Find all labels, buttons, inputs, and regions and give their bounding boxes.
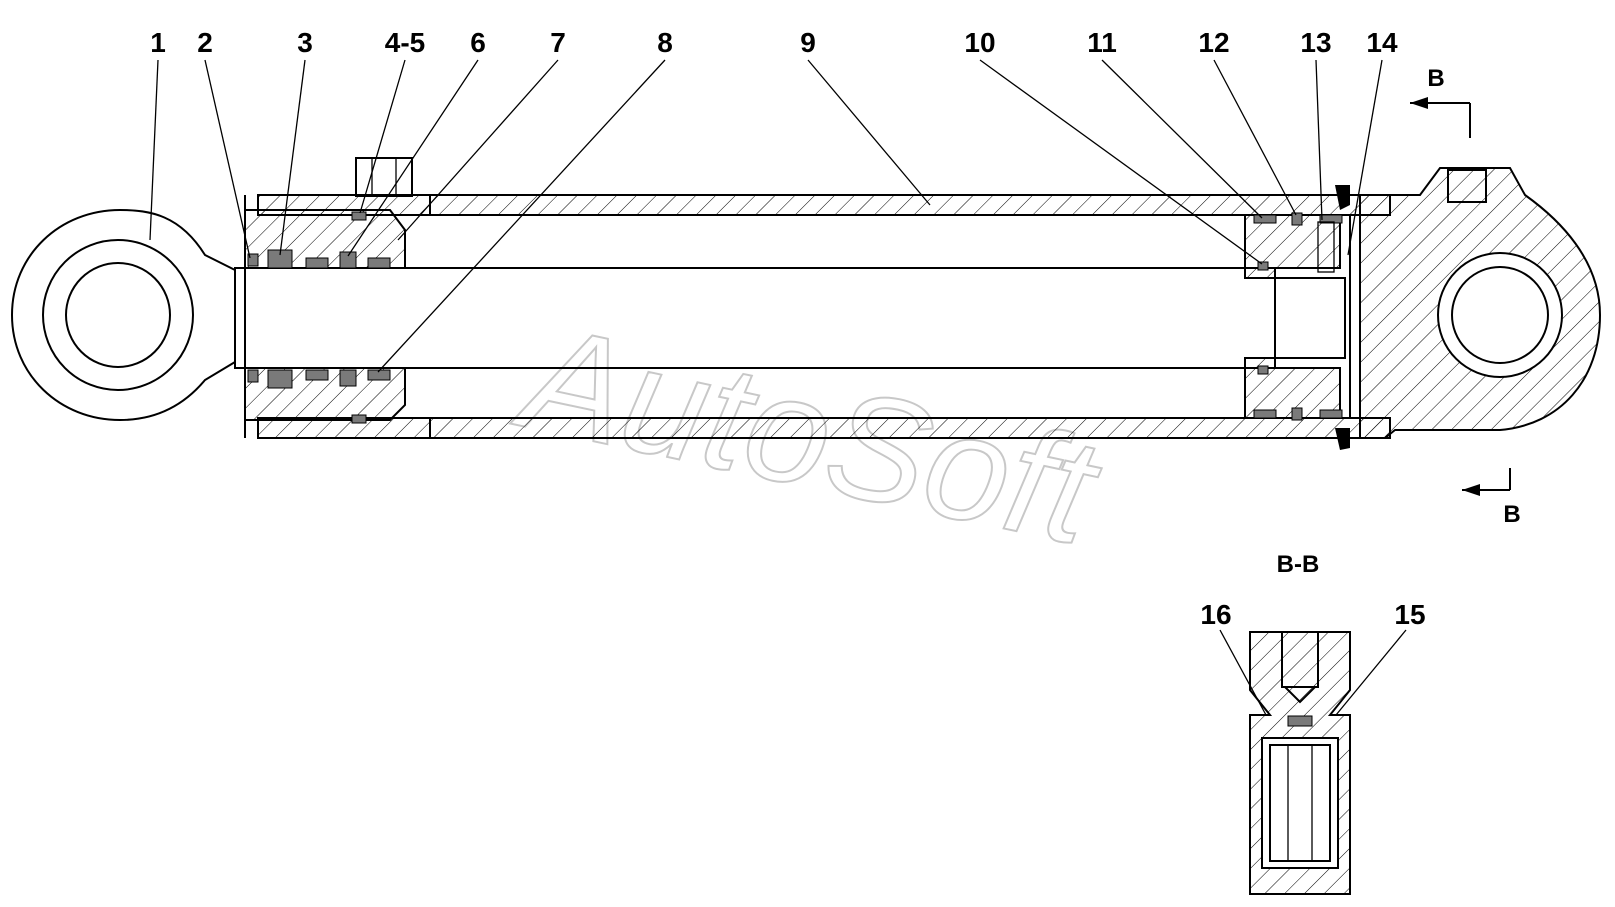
callout-16: 16 — [1200, 599, 1231, 630]
callout-14: 14 — [1366, 27, 1398, 58]
callout-7: 7 — [550, 27, 566, 58]
callout-4-5: 4-5 — [385, 27, 425, 58]
cylinder-barrel — [257, 194, 1391, 439]
callout-9: 9 — [800, 27, 816, 58]
section-label-bottom: B — [1503, 501, 1520, 528]
section-title: B-B — [1277, 551, 1320, 578]
leader-lines — [149, 59, 1407, 716]
port-fitting — [355, 157, 413, 197]
end-cap-right — [1335, 167, 1602, 450]
callout-10: 10 — [964, 27, 995, 58]
callout-3: 3 — [297, 27, 313, 58]
section-marker-bottom: B — [1462, 468, 1521, 528]
seals-left — [247, 211, 391, 424]
callout-1: 1 — [150, 27, 166, 58]
callout-12: 12 — [1198, 27, 1229, 58]
piston — [1244, 212, 1343, 421]
callout-6: 6 — [470, 27, 486, 58]
rod-eye-left — [10, 208, 236, 422]
callout-2: 2 — [197, 27, 213, 58]
callout-8: 8 — [657, 27, 673, 58]
piston-rod — [234, 267, 1346, 369]
callout-15: 15 — [1394, 599, 1425, 630]
gland — [244, 195, 406, 438]
section-view-bb: B-B — [1249, 551, 1351, 895]
callout-13: 13 — [1300, 27, 1331, 58]
section-marker-top: B — [1410, 65, 1471, 138]
callout-11: 11 — [1087, 27, 1117, 58]
callout-labels: 1 2 3 4-5 6 7 8 9 10 11 12 13 14 15 16 — [150, 27, 1425, 630]
section-label-top: B — [1427, 65, 1444, 92]
